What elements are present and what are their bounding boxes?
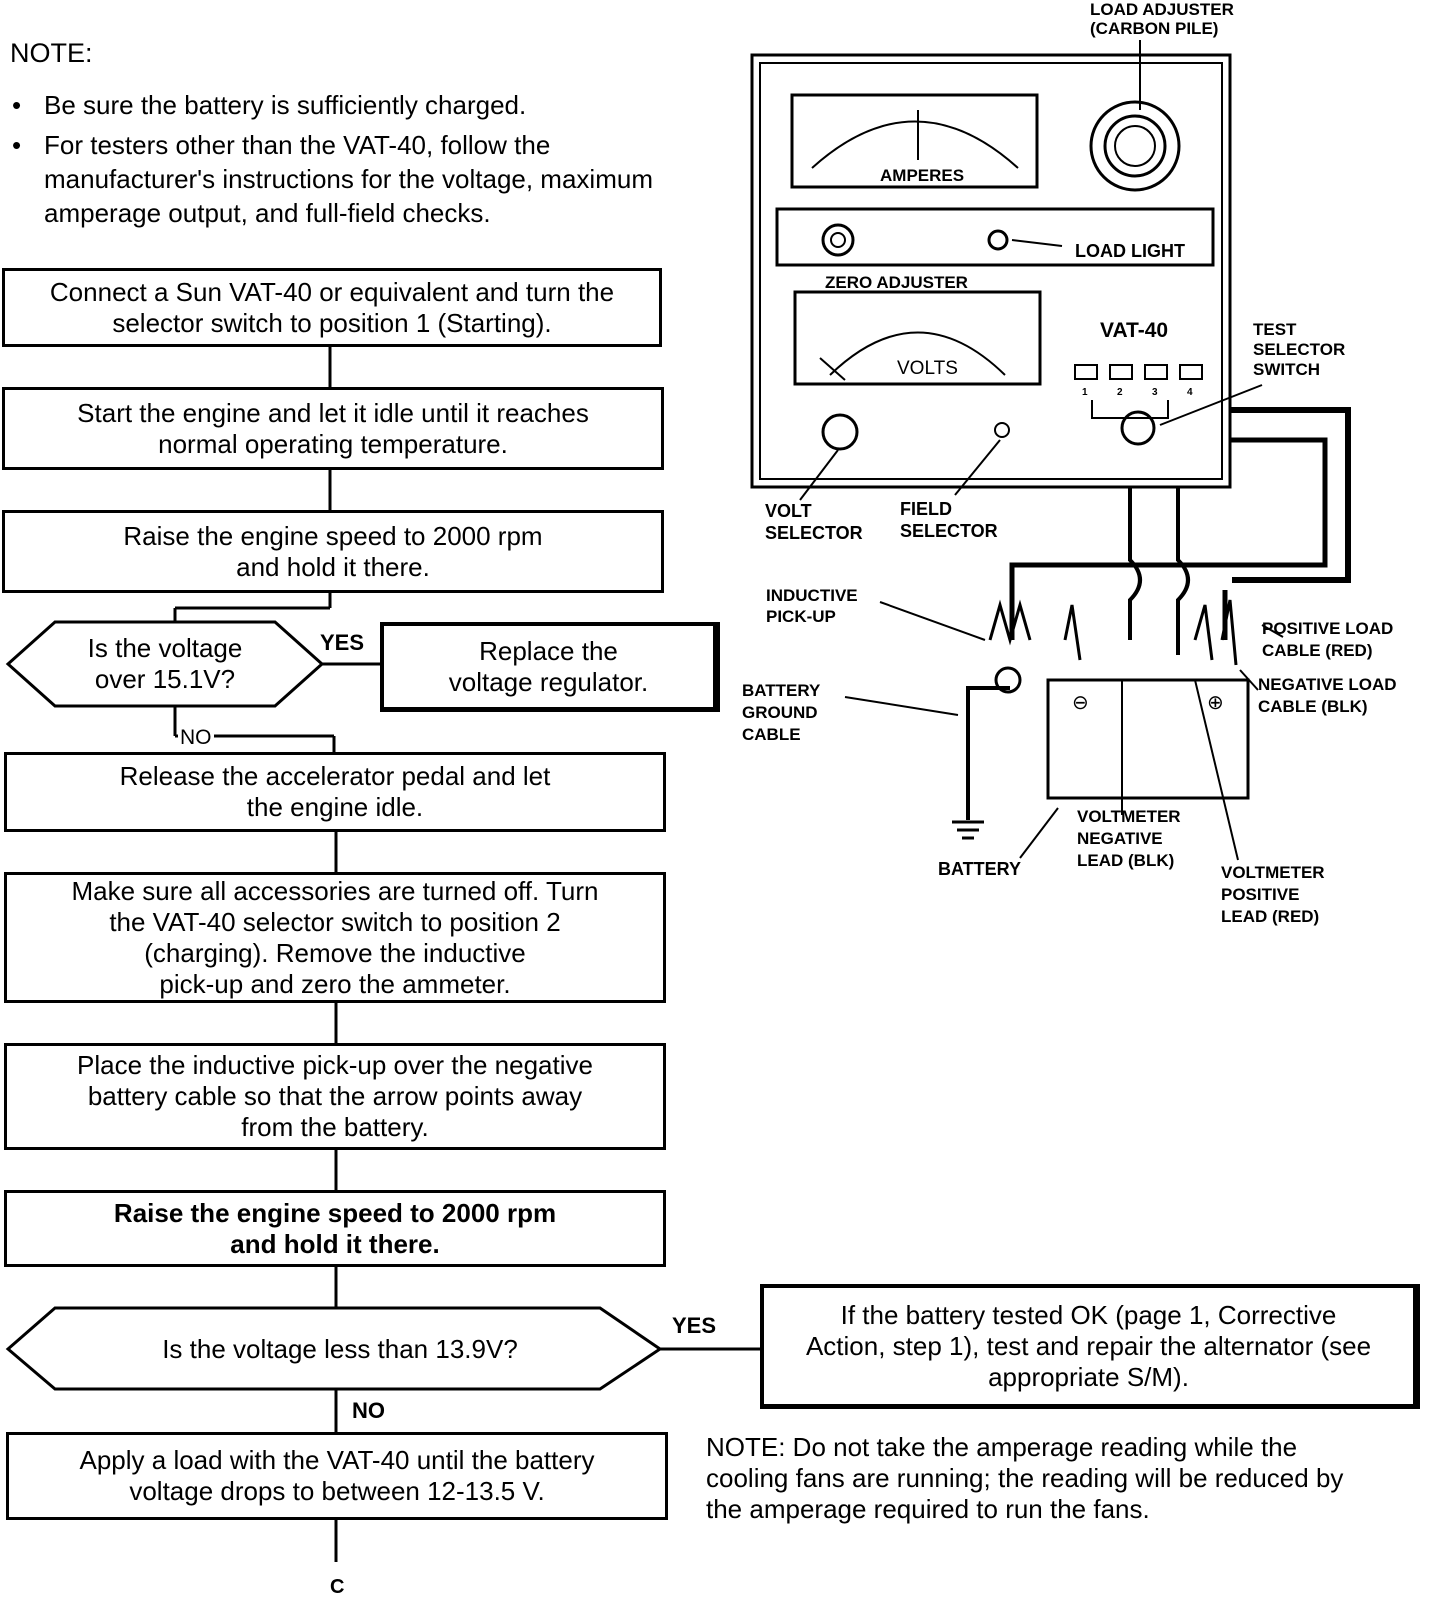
step-accessories-off: Make sure all accessories are turned off… <box>4 872 666 1003</box>
action-replace-regulator: Replace the voltage regulator. <box>380 622 720 712</box>
decision2-no-label: NO <box>352 1398 385 1423</box>
note-bullet-2: For testers other than the VAT-40, follo… <box>10 128 710 230</box>
step-release-pedal: Release the accelerator pedal and let th… <box>4 752 666 832</box>
label-amperes: AMPERES <box>880 166 965 185</box>
action-test-alternator: If the battery tested OK (page 1, Correc… <box>760 1284 1420 1409</box>
note-heading: NOTE: <box>10 38 93 68</box>
label-zero-adjuster: ZERO ADJUSTER <box>825 273 968 292</box>
step-raise-rpm-1: Raise the engine speed to 2000 rpm and h… <box>2 510 664 593</box>
label-field-selector: FIELD SELECTOR <box>900 499 998 541</box>
position-2: 2 <box>1117 387 1123 398</box>
connector-c: C <box>330 1576 345 1598</box>
decision1-yes-label: YES <box>320 630 365 655</box>
decision2-yes-label: YES <box>672 1313 717 1338</box>
label-inductive-pickup: INDUCTIVE PICK-UP <box>766 586 858 626</box>
decision-voltage-over: Is the voltage over 15.1V? <box>87 633 243 694</box>
position-3: 3 <box>1152 387 1158 398</box>
step-raise-rpm-2: Raise the engine speed to 2000 rpm and h… <box>4 1190 666 1267</box>
step-apply-load: Apply a load with the VAT-40 until the b… <box>6 1432 668 1520</box>
label-test-selector: TEST SELECTOR SWITCH <box>1253 320 1346 379</box>
decision1-no-label: NO <box>178 726 214 750</box>
diagram-note: NOTE: Do not take the amperage reading w… <box>706 1432 1344 1524</box>
note-bullets: Be sure the battery is sufficiently char… <box>10 88 710 236</box>
decision-voltage-less: Is the voltage less than 13.9V? <box>162 1334 518 1364</box>
label-battery: BATTERY <box>938 859 1021 879</box>
step-connect-tester: Connect a Sun VAT-40 or equivalent and t… <box>2 268 662 347</box>
label-load-adjuster: LOAD ADJUSTER (CARBON PILE) <box>1090 0 1234 38</box>
position-1: 1 <box>1082 387 1088 398</box>
label-volt-selector: VOLT SELECTOR <box>765 501 863 543</box>
battery-minus-terminal: ⊖ <box>1072 692 1089 714</box>
label-vm-positive: VOLTMETER POSITIVE LEAD (RED) <box>1221 863 1325 926</box>
battery-plus-terminal: ⊕ <box>1207 692 1224 714</box>
note-bullet-1: Be sure the battery is sufficiently char… <box>10 88 710 122</box>
position-4: 4 <box>1187 387 1193 398</box>
label-negative-load: NEGATIVE LOAD CABLE (BLK) <box>1258 675 1397 716</box>
label-model: VAT-40 <box>1100 319 1169 342</box>
label-volts: VOLTS <box>897 358 958 379</box>
step-warm-engine: Start the engine and let it idle until i… <box>2 387 664 470</box>
label-load-light: LOAD LIGHT <box>1075 241 1185 261</box>
label-battery-ground: BATTERY GROUND CABLE <box>742 681 821 744</box>
label-positive-load: POSITIVE LOAD CABLE (RED) <box>1262 619 1394 660</box>
label-vm-negative: VOLTMETER NEGATIVE LEAD (BLK) <box>1077 807 1181 870</box>
step-place-pickup: Place the inductive pick-up over the neg… <box>4 1043 666 1150</box>
